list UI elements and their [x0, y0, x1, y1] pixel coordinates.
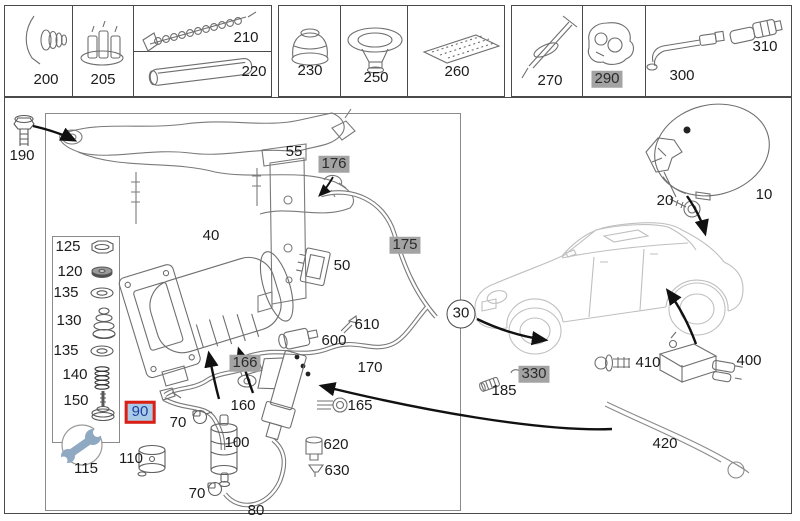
- compressor-sketch: [118, 247, 331, 388]
- part-label-160[interactable]: 160: [230, 396, 256, 414]
- part-label-410[interactable]: 410: [635, 353, 661, 371]
- thumb-cell-205[interactable]: [73, 6, 134, 96]
- thumb-cell-230[interactable]: [279, 6, 341, 96]
- main-diagram-frame: [4, 97, 792, 514]
- part-label-205[interactable]: 205: [90, 70, 116, 88]
- part-label-290[interactable]: 290: [591, 70, 623, 88]
- part-label-110[interactable]: 110: [119, 449, 143, 467]
- valve-unit-sketch: [159, 315, 358, 477]
- mount-kit-sketch: [13, 114, 116, 422]
- thumb-cell-250[interactable]: [341, 6, 408, 96]
- part-label-150[interactable]: 150: [63, 391, 89, 409]
- part-label-100[interactable]: 100: [224, 433, 250, 451]
- part-label-165[interactable]: 165: [347, 396, 373, 414]
- part-label-55[interactable]: 55: [285, 142, 303, 160]
- part-label-10[interactable]: 10: [755, 185, 773, 203]
- thumb-group-3: [511, 5, 792, 97]
- thumb-cell-290[interactable]: [583, 6, 646, 96]
- part-label-260[interactable]: 260: [444, 62, 470, 80]
- part-label-620[interactable]: 620: [323, 435, 349, 453]
- part-label-190[interactable]: 190: [9, 146, 35, 164]
- part-label-125[interactable]: 125: [55, 237, 81, 255]
- part-label-90-selected[interactable]: 90: [124, 400, 156, 424]
- part-label-220[interactable]: 220: [241, 62, 267, 80]
- wrench-icon: [59, 424, 103, 466]
- part-label-130[interactable]: 130: [56, 311, 82, 329]
- part-label-175[interactable]: 175: [389, 236, 421, 254]
- part-label-70a[interactable]: 70: [169, 413, 187, 431]
- car-sketch: [474, 222, 744, 355]
- part-label-330[interactable]: 330: [518, 365, 550, 383]
- part-label-120[interactable]: 120: [57, 262, 83, 280]
- thumb-cell-210[interactable]: [134, 6, 271, 52]
- subframe-sketch: [59, 108, 356, 313]
- part-label-135b[interactable]: 135: [53, 341, 79, 359]
- part-label-420[interactable]: 420: [652, 434, 678, 452]
- callout-circle-30[interactable]: 30: [446, 299, 476, 329]
- part-label-210[interactable]: 210: [233, 28, 259, 46]
- part-label-610[interactable]: 610: [354, 315, 380, 333]
- part-label-300[interactable]: 300: [669, 66, 695, 84]
- part-label-200[interactable]: 200: [33, 70, 59, 88]
- thumb-cell-270[interactable]: [512, 6, 583, 96]
- callout-arrows: [32, 124, 709, 431]
- part-label-40[interactable]: 40: [202, 226, 220, 244]
- part-label-166[interactable]: 166: [229, 354, 261, 372]
- thumb-cell-200[interactable]: [5, 6, 73, 96]
- right-parts-sketch: [479, 103, 770, 479]
- part-label-176[interactable]: 176: [318, 155, 350, 173]
- part-label-80[interactable]: 80: [247, 501, 265, 519]
- part-label-250[interactable]: 250: [363, 68, 389, 86]
- part-label-170[interactable]: 170: [357, 358, 383, 376]
- thumb-group-2: [278, 5, 505, 97]
- hoses-sketch: [162, 190, 438, 508]
- part-label-230[interactable]: 230: [297, 61, 323, 79]
- filter-sketch: [137, 409, 238, 497]
- thumb-sketches: [25, 11, 783, 86]
- part-label-20[interactable]: 20: [656, 191, 674, 209]
- part-label-400[interactable]: 400: [736, 351, 762, 369]
- part-label-50[interactable]: 50: [333, 256, 351, 274]
- part-label-70b[interactable]: 70: [188, 484, 206, 502]
- part-label-135a[interactable]: 135: [53, 283, 79, 301]
- part-label-630[interactable]: 630: [324, 461, 350, 479]
- part-label-600[interactable]: 600: [321, 331, 347, 349]
- part-label-185[interactable]: 185: [491, 381, 517, 399]
- part-label-140[interactable]: 140: [62, 365, 88, 383]
- part-label-310[interactable]: 310: [752, 37, 778, 55]
- part-label-115[interactable]: 115: [74, 459, 98, 477]
- part-label-270[interactable]: 270: [537, 71, 563, 89]
